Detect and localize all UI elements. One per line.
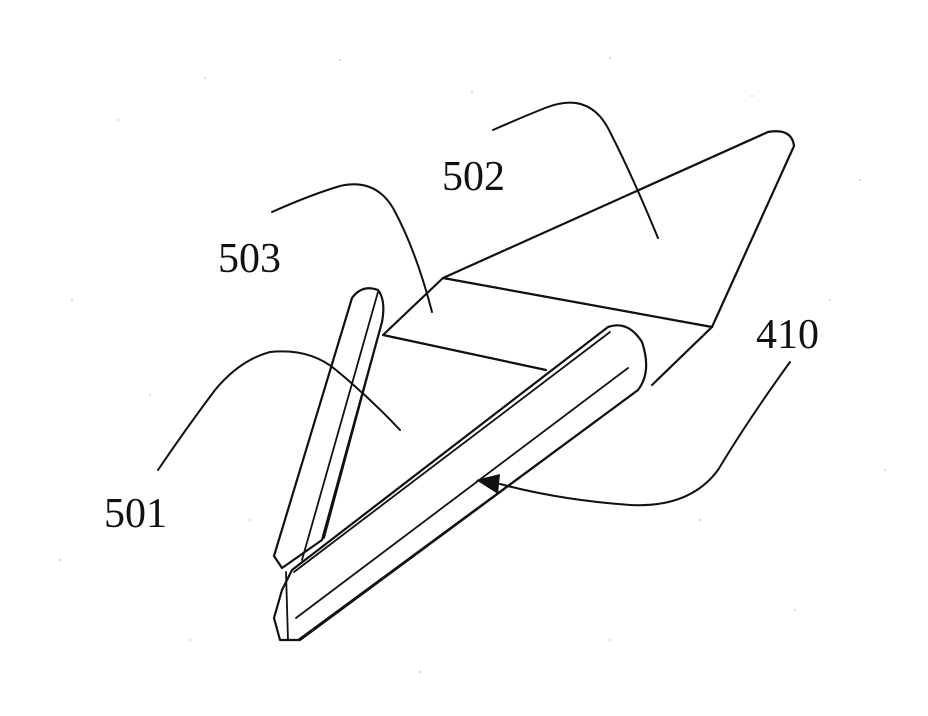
label-503: 503 bbox=[218, 236, 281, 282]
plate-502-lower-edge bbox=[652, 327, 712, 385]
background-speckle bbox=[59, 57, 886, 673]
rail-410-end-edge bbox=[286, 572, 288, 640]
label-501: 501 bbox=[104, 491, 167, 537]
rail-410-top-edge bbox=[294, 332, 610, 572]
label-410: 410 bbox=[756, 312, 819, 358]
label-502: 502 bbox=[442, 154, 505, 200]
leader-line-503 bbox=[272, 184, 432, 312]
fold-line-503-501 bbox=[383, 335, 546, 370]
arrow-410-head bbox=[476, 474, 500, 494]
rail-410-lower-edge bbox=[298, 390, 638, 640]
rod-501-inner-edge-2 bbox=[324, 322, 382, 538]
fold-line-502-503 bbox=[443, 278, 712, 327]
leader-line-501 bbox=[158, 351, 400, 470]
